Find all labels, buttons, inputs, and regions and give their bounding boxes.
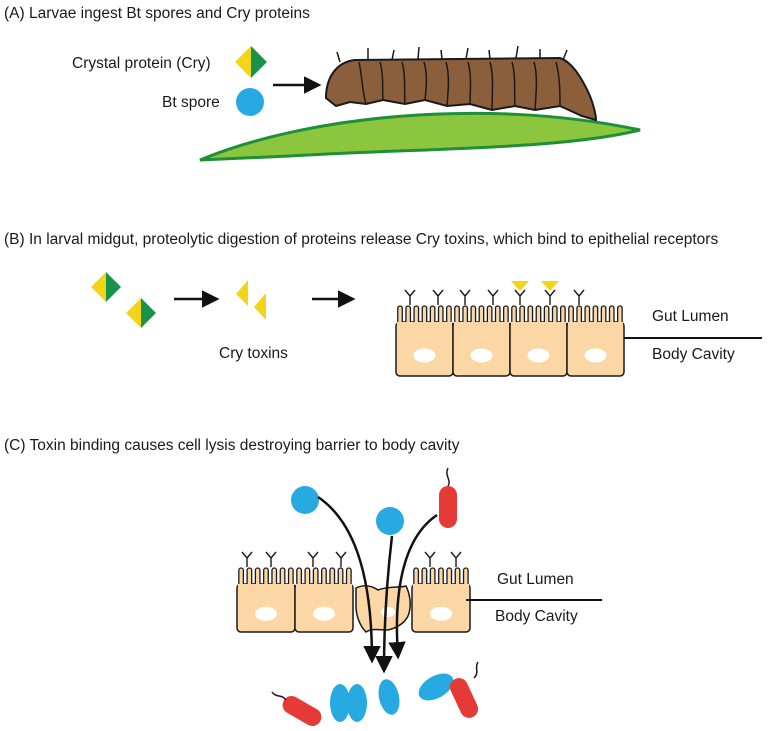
receptor-icon	[335, 551, 347, 567]
cell-nucleus	[313, 606, 335, 621]
epithelium-b	[395, 281, 625, 377]
epithelial-cell	[294, 551, 354, 633]
cry-toxins-label: Cry toxins	[219, 345, 288, 362]
receptor-icon	[541, 281, 559, 305]
receptor-icon	[307, 551, 319, 567]
panel-c-graphics	[236, 467, 602, 726]
legend-spore-label: Bt spore	[162, 94, 220, 111]
invasion-arrow	[388, 513, 438, 660]
epithelial-cell	[566, 289, 625, 377]
epithelial-cell	[509, 281, 568, 377]
crystal-protein-icon	[91, 272, 121, 302]
epithelial-cell	[395, 289, 454, 377]
crystal-protein-icon	[126, 298, 156, 328]
flagellum	[271, 691, 287, 701]
invasion-arrow	[317, 495, 381, 664]
receptor-icon	[459, 289, 471, 305]
invasion-arrow	[375, 535, 394, 674]
panel-b-gut-lumen-label: Gut Lumen	[652, 308, 729, 325]
panel-c-gut-lumen-label: Gut Lumen	[497, 571, 574, 588]
panel-a-title: (A) Larvae ingest Bt spores and Cry prot…	[4, 5, 310, 22]
cry-toxin-icon	[254, 293, 266, 320]
bacterium-icon	[282, 696, 322, 726]
bacterium-icon	[439, 467, 457, 528]
cell-nucleus	[430, 606, 452, 621]
spore-germinated-icon	[330, 684, 350, 722]
cell-nucleus	[470, 348, 493, 363]
receptor-icon	[265, 551, 277, 567]
crystal-protein-icon	[235, 46, 267, 78]
lysed-cell-nucleus	[381, 607, 395, 617]
epithelial-cell	[452, 289, 511, 377]
cry-toxin-icon	[236, 280, 248, 306]
receptor-icon	[241, 551, 253, 567]
legend-crystal-label: Crystal protein (Cry)	[72, 55, 211, 72]
bt-spore-icon	[291, 486, 319, 514]
panel-b-title: (B) In larval midgut, proteolytic digest…	[4, 231, 719, 248]
spore-germinated-icon	[378, 679, 400, 715]
spore-germinated-icon	[347, 684, 367, 722]
cell-nucleus	[527, 348, 550, 363]
cell-nucleus	[255, 606, 277, 621]
receptor-icon	[450, 551, 462, 567]
epithelial-cell	[236, 551, 296, 633]
bound-cry-toxin	[511, 281, 529, 291]
panel-c-title: (C) Toxin binding causes cell lysis dest…	[4, 437, 460, 454]
receptor-icon	[432, 289, 444, 305]
bt-spore-icon	[236, 88, 264, 116]
cell-nucleus	[584, 348, 607, 363]
receptor-icon	[573, 289, 585, 305]
panel-b-graphics	[91, 272, 762, 377]
bt-spore-icon	[376, 507, 404, 535]
leaf-icon	[199, 111, 641, 162]
spore-germinated-icon	[418, 673, 454, 701]
panel-c-body-cavity-label: Body Cavity	[495, 608, 578, 625]
bound-cry-toxin	[541, 281, 559, 291]
epithelial-cell	[411, 551, 471, 633]
receptor-icon	[404, 289, 416, 305]
epithelium-c	[236, 551, 471, 633]
bacterium-icon	[449, 678, 479, 718]
larva-icon	[324, 45, 598, 122]
cell-nucleus	[413, 348, 436, 363]
flagellum	[473, 661, 479, 679]
panel-a-graphics	[199, 45, 641, 162]
receptor-icon	[424, 551, 436, 567]
panel-b-body-cavity-label: Body Cavity	[652, 346, 735, 363]
receptor-icon	[511, 281, 529, 305]
receptor-icon	[487, 289, 499, 305]
